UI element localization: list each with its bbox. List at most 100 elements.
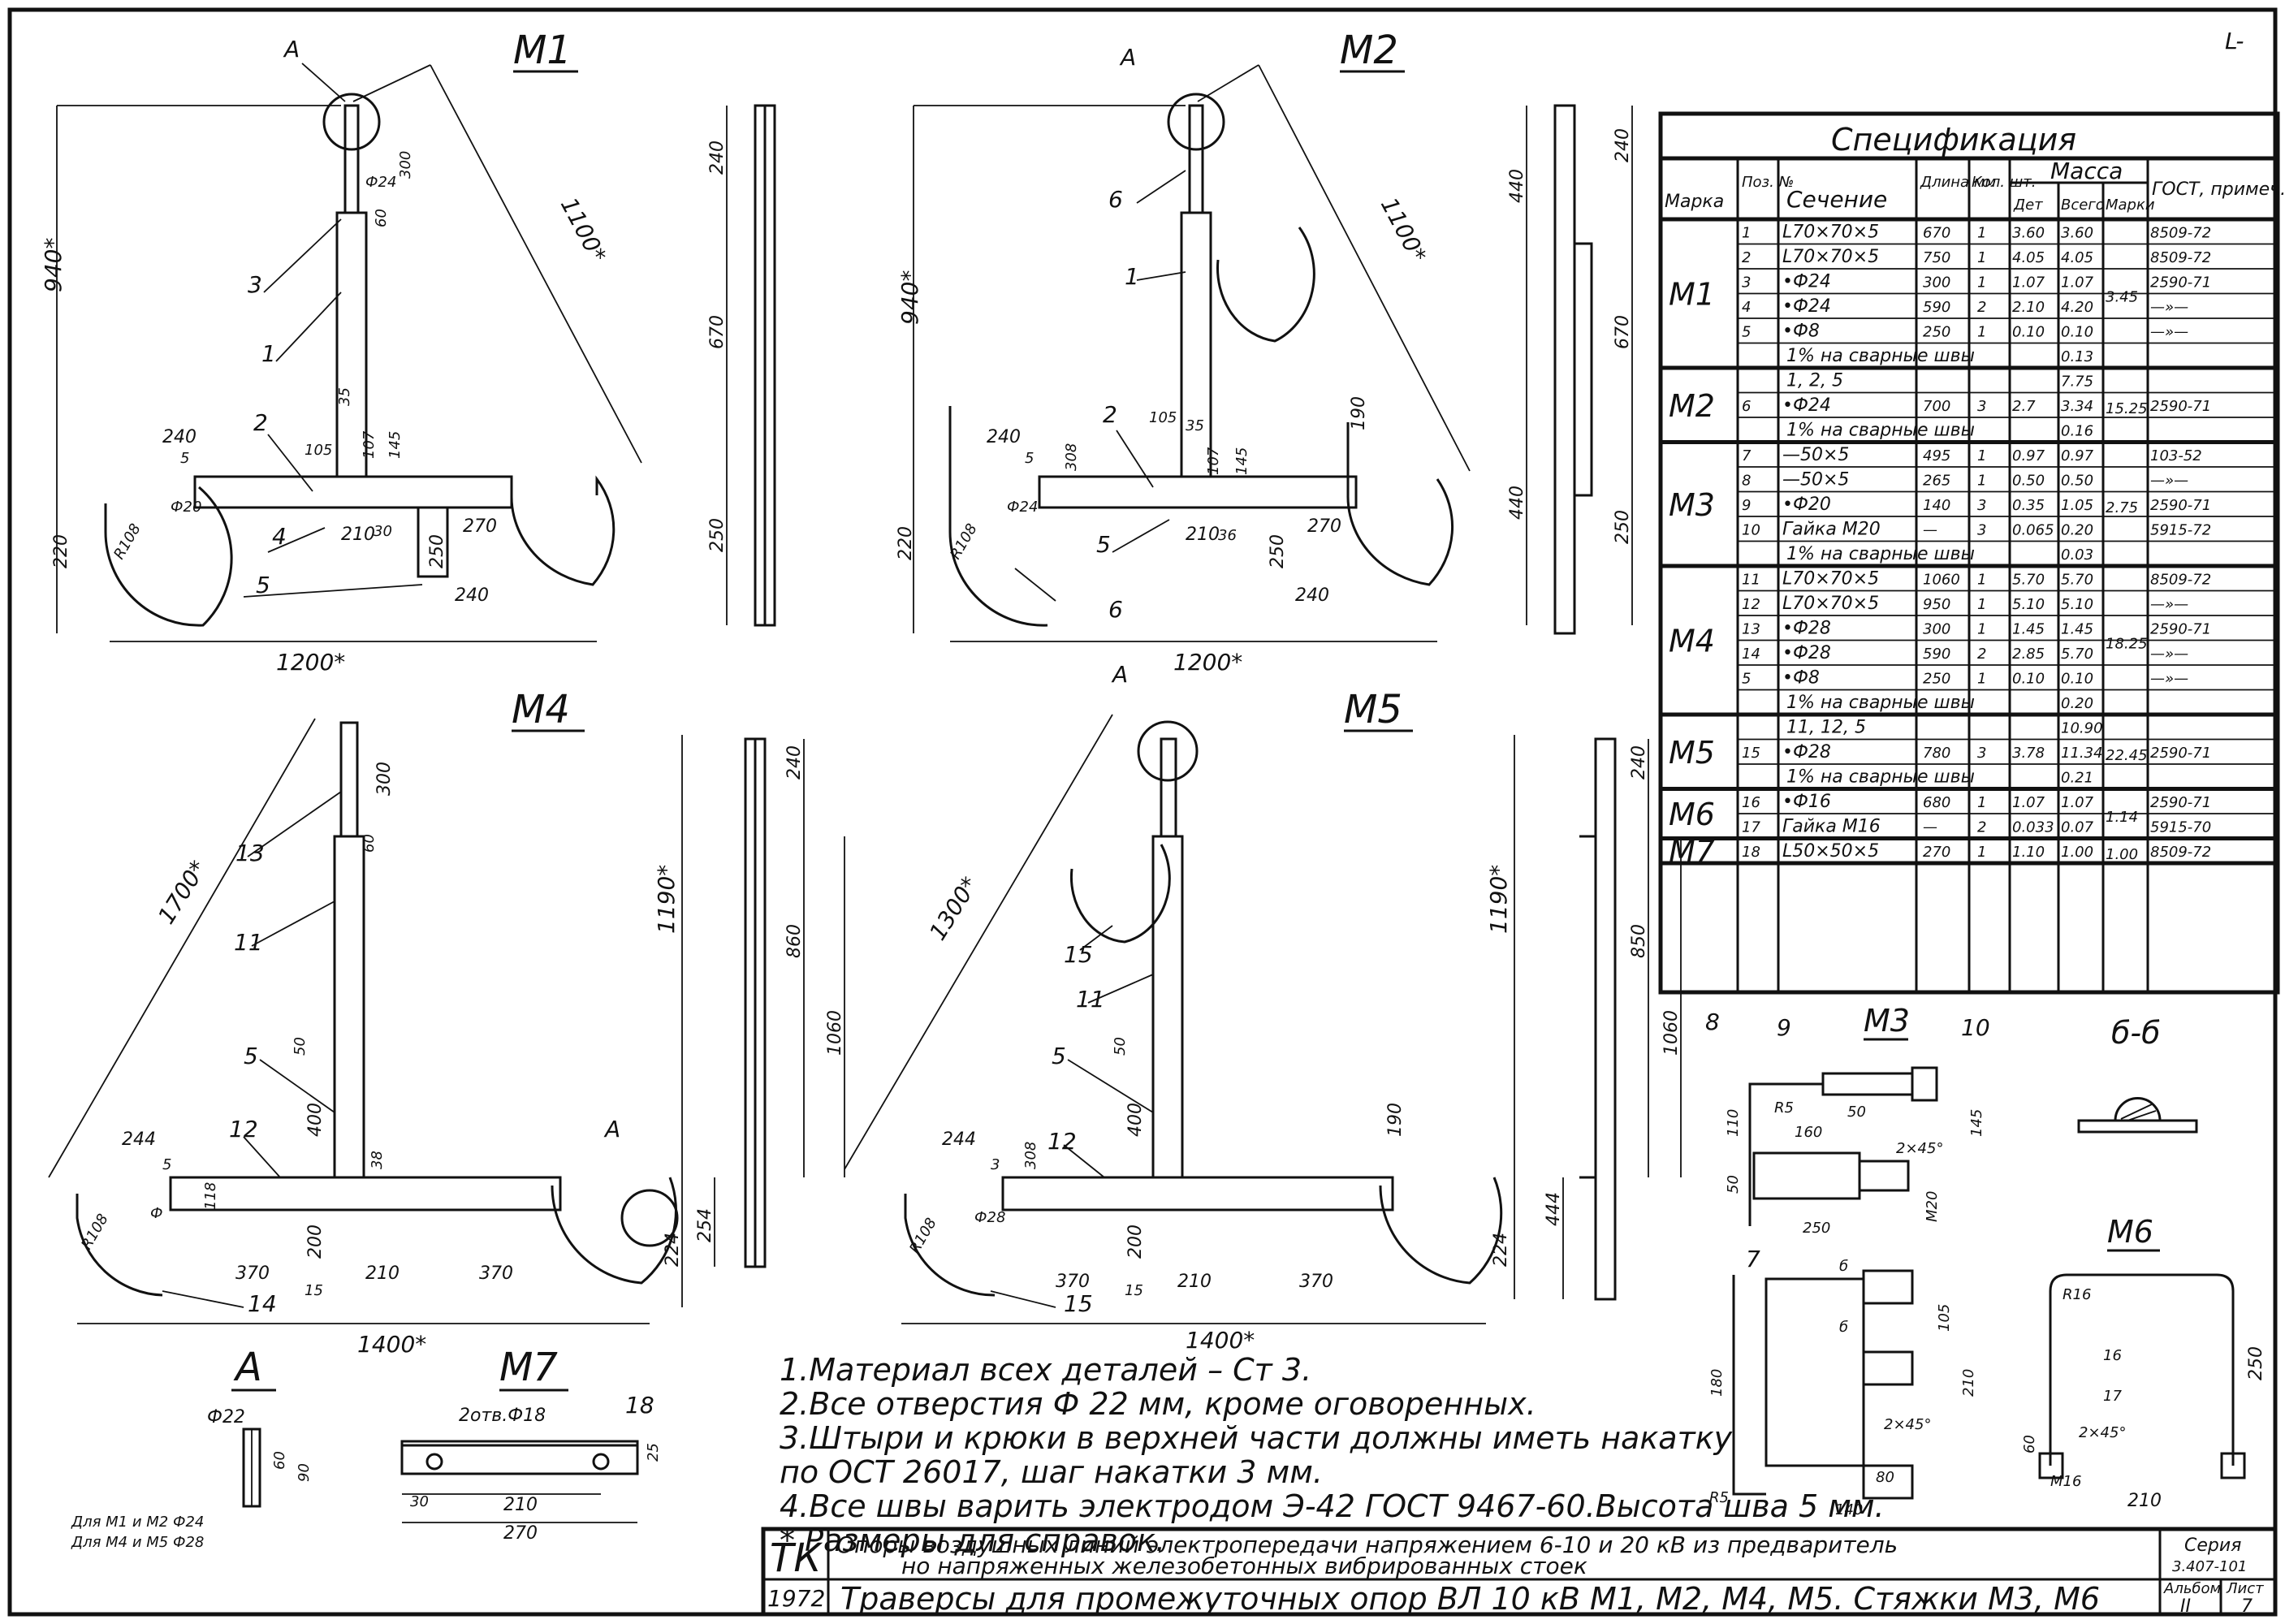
- svg-text:60: 60: [271, 1451, 288, 1470]
- svg-text:2.Все отверстия Ф 22 мм, кроме: 2.Все отверстия Ф 22 мм, кроме оговоренн…: [780, 1386, 1536, 1422]
- spec-mark-total: 1.00: [2106, 846, 2138, 863]
- spec-section: •Ф20: [1782, 495, 1831, 515]
- spec-qty: 3: [1977, 745, 1986, 762]
- svg-text:А: А: [603, 1116, 620, 1142]
- spec-weld: 1% на сварные швы: [1786, 346, 1975, 366]
- spec-length: 680: [1923, 794, 1950, 811]
- svg-text:Кол. шт.: Кол. шт.: [1972, 174, 2036, 191]
- spec-qty: 1: [1977, 473, 1986, 490]
- svg-text:107: 107: [1205, 447, 1222, 475]
- spec-gost: 8509-72: [2150, 249, 2211, 266]
- spec-total-mass: 0.97: [2061, 447, 2094, 464]
- spec-pos: 4: [1742, 299, 1751, 316]
- spec-total-mass: 5.10: [2061, 596, 2093, 613]
- svg-text:7: 7: [2241, 1596, 2253, 1617]
- spec-unit-mass: 1.10: [2012, 844, 2045, 861]
- spec-section: •Ф24: [1782, 296, 1831, 317]
- spec-gost: 8509-72: [2150, 225, 2211, 242]
- svg-text:15: 15: [1064, 941, 1093, 968]
- spec-gost: 2590-71: [2150, 497, 2211, 514]
- spec-qty: 3: [1977, 398, 1986, 415]
- spec-pos: 17: [1742, 819, 1760, 836]
- svg-text:250: 250: [2246, 1346, 2266, 1380]
- svg-text:60: 60: [373, 209, 390, 227]
- svg-text:400: 400: [1125, 1103, 1146, 1137]
- svg-text:1.Материал всех деталей – Ст 3: 1.Материал всех деталей – Ст 3.: [780, 1352, 1311, 1388]
- spec-gost: 2590-71: [2150, 745, 2211, 762]
- spec-mark: М4: [1669, 624, 1715, 659]
- svg-text:160: 160: [1795, 1124, 1822, 1141]
- spec-section: L70×70×5: [1782, 222, 1879, 243]
- spec-length: 250: [1923, 324, 1950, 341]
- spec-length: 495: [1923, 447, 1950, 464]
- svg-text:1400*: 1400*: [1186, 1327, 1255, 1354]
- corner-mark: L-: [2225, 28, 2244, 54]
- svg-text:90: 90: [296, 1463, 313, 1482]
- spec-gost: 5915-72: [2150, 522, 2211, 539]
- svg-text:R5: R5: [1774, 1099, 1794, 1116]
- svg-text:1972: 1972: [767, 1585, 825, 1612]
- spec-length: 670: [1923, 225, 1950, 242]
- spec-unit-mass: 0.50: [2012, 473, 2045, 490]
- spec-section: •Ф28: [1782, 742, 1831, 762]
- svg-text:7: 7: [1746, 1246, 1760, 1272]
- svg-text:145: 145: [1233, 447, 1250, 475]
- detail-m6: М6 R16 16 17 2×45° 60 M16 250 210: [2021, 1214, 2266, 1511]
- spec-mark: М3: [1669, 487, 1715, 523]
- view-m4-title: М4: [512, 687, 570, 732]
- svg-text:224: 224: [663, 1233, 683, 1267]
- spec-qty: 2: [1977, 819, 1986, 836]
- svg-text:60: 60: [2021, 1435, 2038, 1453]
- svg-text:R108: R108: [110, 520, 145, 562]
- svg-text:5: 5: [1025, 450, 1034, 467]
- svg-text:50: 50: [1112, 1037, 1129, 1056]
- svg-text:370: 370: [235, 1263, 270, 1284]
- spec-gost: 2590-71: [2150, 398, 2211, 415]
- spec-section: •Ф28: [1782, 643, 1831, 663]
- svg-text:А: А: [1119, 44, 1136, 71]
- spec-section: •Ф24: [1782, 272, 1831, 292]
- spec-weld: 1% на сварные швы: [1786, 544, 1975, 564]
- svg-text:Серия: Серия: [2184, 1535, 2241, 1556]
- spec-section: L70×70×5: [1782, 569, 1879, 590]
- spec-total-mass: 0.50: [2061, 473, 2093, 490]
- svg-text:850: 850: [1629, 924, 1649, 958]
- svg-text:300: 300: [374, 762, 395, 796]
- svg-text:50: 50: [1725, 1175, 1742, 1194]
- svg-text:940*: 940*: [40, 238, 67, 292]
- svg-text:12: 12: [1047, 1128, 1077, 1155]
- spec-unit-mass: 0.10: [2012, 671, 2045, 688]
- view-m5-side: 240 850 1060 444: [1544, 737, 1682, 1301]
- svg-text:б: б: [1839, 1258, 1848, 1275]
- svg-text:190: 190: [1385, 1103, 1406, 1137]
- svg-text:140: 140: [1835, 1501, 1863, 1518]
- svg-text:300: 300: [397, 151, 414, 179]
- spec-section: Гайка М20: [1782, 520, 1881, 540]
- spec-qty: 3: [1977, 522, 1986, 539]
- spec-total-mass: 11.34: [2061, 745, 2103, 762]
- spec-mark: М6: [1669, 797, 1715, 832]
- spec-section: —50×5: [1782, 445, 1849, 465]
- svg-text:2: 2: [253, 409, 268, 436]
- view-m4-side: 240 860 1060 254: [695, 737, 845, 1268]
- spec-section: •Ф16: [1782, 792, 1831, 812]
- svg-text:210: 210: [341, 525, 375, 545]
- spec-total-mass: 0.10: [2061, 324, 2093, 341]
- svg-text:5: 5: [256, 572, 270, 598]
- spec-length: 590: [1923, 646, 1950, 663]
- spec-mark-total: 1.14: [2106, 809, 2138, 826]
- spec-total-mass: 1.05: [2061, 497, 2093, 514]
- detail-a: А Ф22 60 90 Для М1 и М2 Ф24 Для М4 и М5 …: [71, 1345, 313, 1551]
- view-m5: М5 А 1400* 1300* 1190* 244 308 50 400 20…: [844, 661, 1515, 1354]
- svg-text:2: 2: [1103, 401, 1117, 428]
- spec-pos: 3: [1742, 274, 1751, 292]
- spec-total-mass: 0.07: [2061, 819, 2094, 836]
- spec-gost: 8509-72: [2150, 572, 2211, 589]
- m1-detail-a-circle: [322, 93, 381, 151]
- svg-text:1400*: 1400*: [357, 1331, 426, 1358]
- svg-text:30: 30: [410, 1493, 429, 1510]
- spec-mark-total: 18.25: [2106, 636, 2148, 653]
- svg-text:220: 220: [51, 534, 71, 568]
- m2-detail-a-circle: [1167, 93, 1225, 151]
- spec-qty: 1: [1977, 794, 1986, 811]
